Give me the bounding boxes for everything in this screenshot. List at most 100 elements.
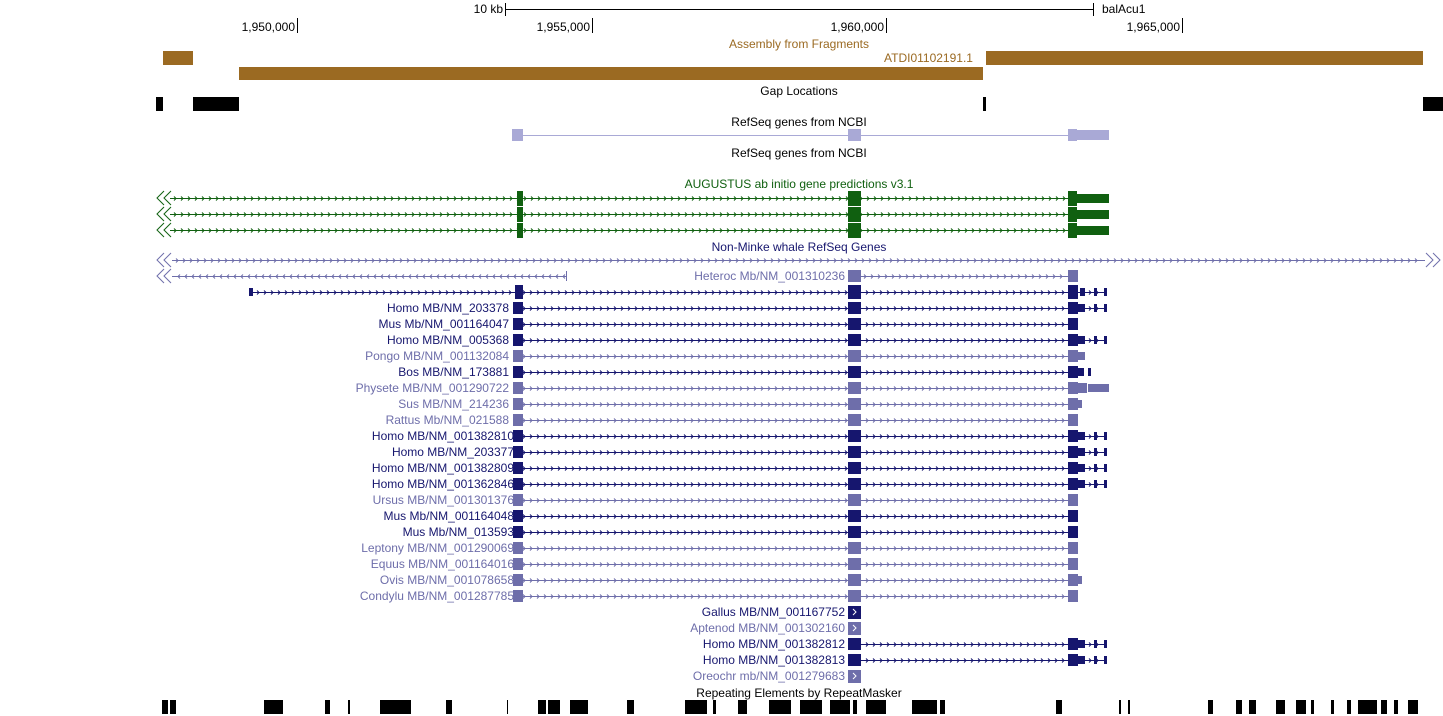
- exon-block[interactable]: [1068, 478, 1078, 490]
- repeat-element[interactable]: [162, 700, 168, 714]
- exon-block[interactable]: [249, 288, 253, 296]
- exon-block[interactable]: [848, 621, 861, 635]
- repeat-element[interactable]: [830, 700, 850, 714]
- xeno-gene-label[interactable]: Ursus MB/NM_001301376: [372, 493, 514, 507]
- repeat-element[interactable]: [570, 700, 588, 714]
- assembly-fragment[interactable]: [986, 51, 1423, 65]
- exon-block[interactable]: [1068, 510, 1078, 522]
- exon-block[interactable]: [1104, 656, 1107, 664]
- exon-block[interactable]: [1077, 225, 1109, 235]
- xeno-gene-label[interactable]: Ovis MB/NM_001078658: [379, 573, 514, 587]
- exon-block[interactable]: [513, 366, 523, 378]
- exon-block[interactable]: [513, 398, 523, 410]
- exon-block[interactable]: [1068, 590, 1078, 602]
- exon-block[interactable]: [513, 318, 523, 330]
- repeat-element[interactable]: [538, 700, 546, 714]
- exon-block[interactable]: [1068, 318, 1078, 330]
- exon-block[interactable]: [1094, 432, 1097, 440]
- exon-block[interactable]: [848, 446, 861, 458]
- exon-block[interactable]: [1078, 640, 1085, 648]
- xeno-gene-label[interactable]: Bos MB/NM_173881: [398, 365, 509, 379]
- exon-block[interactable]: [1104, 432, 1107, 440]
- offscreen-left-arrow[interactable]: [156, 190, 175, 206]
- exon-block[interactable]: [848, 574, 861, 586]
- xeno-gene-label[interactable]: Physete MB/NM_001290722: [355, 381, 509, 395]
- exon-block[interactable]: [848, 382, 861, 394]
- repeat-element[interactable]: [1311, 700, 1314, 714]
- exon-block[interactable]: [513, 462, 523, 474]
- exon-block[interactable]: [513, 334, 523, 346]
- exon-block[interactable]: [1104, 480, 1107, 488]
- exon-block[interactable]: [1077, 193, 1109, 203]
- repeat-element[interactable]: [738, 700, 747, 714]
- exon-block[interactable]: [1094, 336, 1097, 344]
- xeno-gene-label[interactable]: Mus Mb/NM_001164048: [383, 509, 514, 523]
- exon-block[interactable]: [1068, 414, 1078, 426]
- exon-block[interactable]: [1068, 302, 1078, 314]
- exon-block[interactable]: [1094, 304, 1097, 312]
- exon-block[interactable]: [1078, 400, 1082, 408]
- xeno-gene-label[interactable]: Oreochr mb/NM_001279683: [692, 669, 845, 683]
- repeat-element[interactable]: [1276, 700, 1285, 714]
- exon-block[interactable]: [848, 462, 861, 474]
- exon-block[interactable]: [1068, 382, 1078, 394]
- exon-block[interactable]: [848, 430, 861, 442]
- exon-block[interactable]: [1068, 285, 1078, 299]
- exon-block[interactable]: [848, 302, 861, 314]
- exon-block[interactable]: [1068, 206, 1077, 222]
- exon-block[interactable]: [848, 398, 861, 410]
- repeat-element[interactable]: [1208, 700, 1213, 714]
- repeat-element[interactable]: [800, 700, 822, 714]
- repeat-element[interactable]: [348, 700, 350, 714]
- xeno-gene-label[interactable]: Homo MB/NM_001382812: [702, 637, 845, 651]
- exon-block[interactable]: [848, 654, 861, 666]
- exon-block[interactable]: [848, 638, 861, 650]
- repeat-element[interactable]: [380, 700, 411, 714]
- exon-block[interactable]: [513, 526, 523, 538]
- xeno-gene-label[interactable]: Condylu MB/NM_001287785: [359, 589, 514, 603]
- exon-block[interactable]: [512, 129, 523, 141]
- exon-block[interactable]: [513, 414, 523, 426]
- exon-block[interactable]: [513, 302, 523, 314]
- exon-block[interactable]: [1078, 336, 1085, 344]
- exon-block[interactable]: [513, 382, 523, 394]
- exon-block[interactable]: [513, 494, 523, 506]
- exon-block[interactable]: [1068, 366, 1078, 378]
- exon-block[interactable]: [517, 222, 523, 238]
- exon-block[interactable]: [848, 190, 861, 206]
- exon-block[interactable]: [1068, 574, 1078, 586]
- xeno-gene-label[interactable]: Homo MB/NM_203378: [386, 301, 509, 315]
- exon-block[interactable]: [848, 526, 861, 538]
- exon-block[interactable]: [848, 366, 861, 378]
- assembly-fragment[interactable]: [239, 67, 983, 80]
- gap-block[interactable]: [1423, 97, 1443, 111]
- exon-block[interactable]: [513, 430, 523, 442]
- exon-block[interactable]: [848, 590, 861, 602]
- exon-block[interactable]: [1068, 398, 1078, 410]
- repeat-element[interactable]: [1408, 700, 1418, 714]
- offscreen-left-arrow[interactable]: [156, 206, 175, 222]
- exon-block[interactable]: [1104, 448, 1107, 456]
- exon-block[interactable]: [1078, 656, 1085, 664]
- xeno-gene-label[interactable]: Leptony MB/NM_001290069: [361, 541, 514, 555]
- exon-block[interactable]: [1068, 494, 1078, 506]
- offscreen-left-arrow[interactable]: [156, 252, 175, 268]
- repeat-element[interactable]: [1381, 700, 1387, 714]
- repeat-element[interactable]: [170, 700, 176, 714]
- exon-block[interactable]: [848, 605, 861, 619]
- exon-block[interactable]: [848, 414, 861, 426]
- exon-block[interactable]: [1104, 304, 1107, 312]
- xeno-gene-label[interactable]: Gallus MB/NM_001167752: [701, 605, 845, 619]
- repeat-element[interactable]: [1296, 700, 1306, 714]
- xeno-gene-label[interactable]: Heteroc Mb/NM_001310236: [694, 269, 845, 283]
- exon-block[interactable]: [1074, 368, 1076, 376]
- xeno-gene-label[interactable]: Homo MB/NM_001382809: [371, 461, 514, 475]
- xeno-gene-label[interactable]: Homo MB/NM_005368: [386, 333, 509, 347]
- repeat-element[interactable]: [446, 700, 452, 714]
- exon-block[interactable]: [1068, 526, 1078, 538]
- exon-block[interactable]: [1068, 222, 1077, 238]
- exon-block[interactable]: [517, 190, 523, 206]
- xeno-gene-label[interactable]: Homo MB/NM_001362846: [371, 477, 514, 491]
- gap-block[interactable]: [983, 97, 986, 111]
- xeno-gene-label[interactable]: Sus MB/NM_214236: [398, 397, 509, 411]
